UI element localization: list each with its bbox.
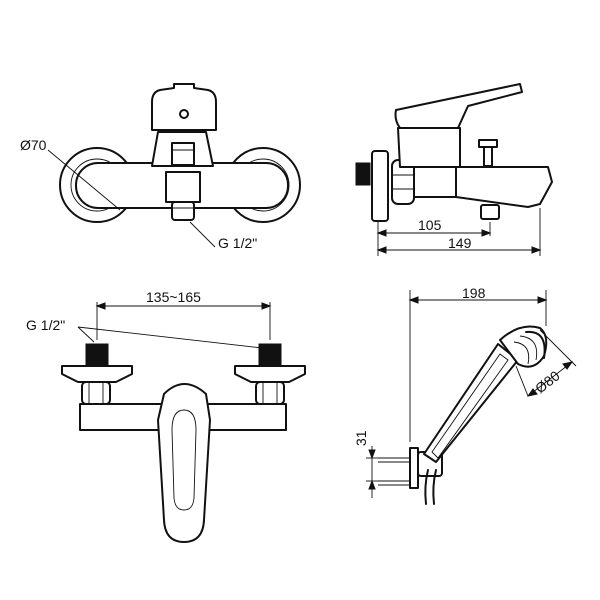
- bottom-lever-inner: [171, 409, 197, 511]
- hand-dim-diameter-label: Ø80: [532, 367, 563, 396]
- bottom-right-nut: [255, 381, 285, 405]
- front-thread-label: G 1/2": [218, 235, 257, 251]
- bottom-lever: [157, 383, 211, 543]
- bottom-thread-label: G 1/2": [26, 317, 65, 333]
- side-dim-105-label: 105: [418, 217, 442, 233]
- bottom-view: 135~165 G 1/2": [26, 289, 306, 543]
- bottom-left-nut: [81, 381, 111, 405]
- side-wall-flange: [371, 150, 389, 222]
- front-diverter: [171, 142, 195, 166]
- side-spout: [455, 166, 553, 208]
- side-view: 105 149: [355, 83, 553, 256]
- front-thread-leader: [189, 221, 216, 248]
- hand-hose: [424, 469, 429, 505]
- hand-dim-diameter: [527, 361, 573, 397]
- bottom-dim-spacing-label: 135~165: [146, 289, 201, 305]
- front-outlet-nut: [171, 201, 195, 221]
- hand-head: [499, 325, 548, 368]
- front-diameter-leader: [47, 149, 121, 211]
- front-lever-head: [151, 83, 217, 131]
- side-body: [413, 166, 457, 198]
- front-diameter-label: Ø70: [20, 137, 47, 153]
- hand-handle-inner: [431, 353, 509, 459]
- hand-dim-198-label: 198: [462, 285, 486, 301]
- front-outlet: [165, 171, 201, 203]
- hand-dim-31-label: 31: [353, 430, 369, 446]
- bottom-left-thread: [85, 343, 109, 367]
- side-diverter-stem: [483, 145, 493, 167]
- side-wall-thread: [355, 162, 371, 186]
- front-view: Ø70 G 1/2": [20, 83, 301, 251]
- side-outlet: [480, 204, 500, 220]
- holder-plate: [409, 447, 419, 489]
- side-lever: [394, 83, 523, 129]
- bottom-left-flange: [61, 365, 133, 383]
- bottom-thread-leader-right: [77, 326, 263, 349]
- hand-shower-view: 198 Ø80 31: [353, 285, 577, 505]
- hand-head-face: [525, 330, 546, 359]
- bottom-right-flange: [234, 365, 306, 383]
- side-dim-149-label: 149: [448, 235, 472, 251]
- bottom-thread-leader-left: [77, 326, 95, 343]
- bottom-right-thread: [258, 343, 282, 367]
- hand-handle: [423, 343, 519, 463]
- side-neck: [397, 127, 461, 168]
- side-diverter-cap: [478, 139, 498, 148]
- front-lever-hole: [179, 109, 189, 119]
